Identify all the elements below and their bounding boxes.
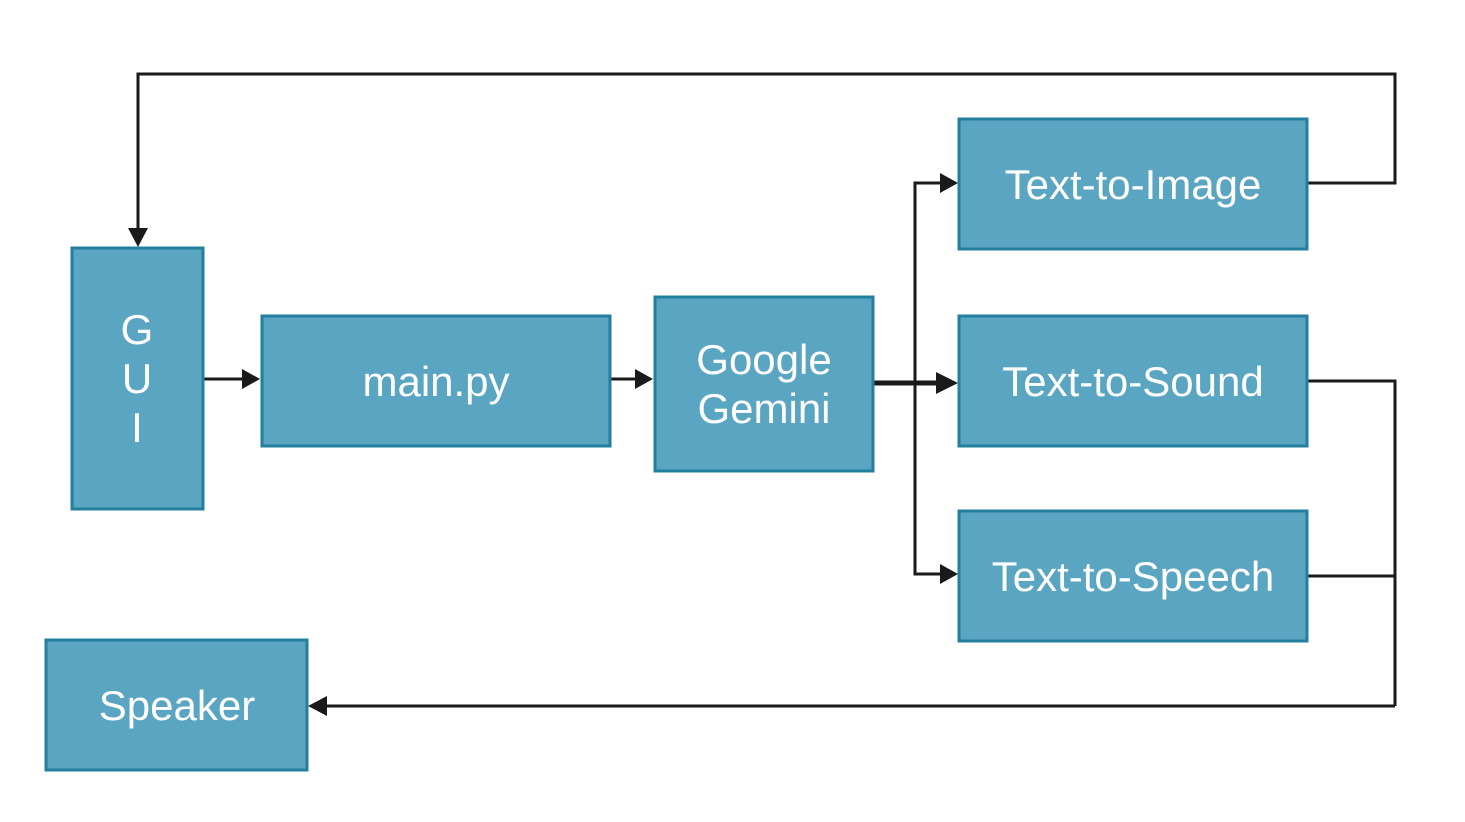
node-text-to-speech: Text-to-Speech	[957, 509, 1309, 643]
gui-letter-g: G	[121, 306, 154, 353]
text-to-sound-label: Text-to-Sound	[1002, 358, 1263, 405]
gui-letter-u: U	[122, 355, 152, 402]
node-google-gemini: Google Gemini	[653, 295, 875, 473]
text-to-image-label: Text-to-Image	[1005, 161, 1262, 208]
main-py-label: main.py	[362, 358, 509, 405]
node-speaker: Speaker	[44, 638, 309, 772]
gemini-label-line-1: Google	[696, 336, 831, 383]
connectors	[128, 72, 1397, 716]
edge-text-to-speech-to-speaker	[308, 574, 1395, 716]
edge-gemini-to-text-to-sound	[874, 372, 958, 394]
gui-letter-i: I	[131, 404, 143, 451]
text-to-speech-label: Text-to-Speech	[992, 553, 1274, 600]
gemini-label-line-2: Gemini	[697, 385, 830, 432]
node-text-to-image: Text-to-Image	[957, 117, 1309, 251]
node-gui: G U I	[70, 246, 205, 511]
node-text-to-sound: Text-to-Sound	[957, 314, 1309, 448]
edge-gui-to-main-py	[203, 369, 260, 389]
speaker-label: Speaker	[99, 682, 255, 729]
edge-text-to-sound-to-speaker	[1308, 379, 1397, 706]
edge-main-py-to-gemini	[610, 369, 653, 389]
edge-gemini-to-text-to-speech	[913, 383, 958, 584]
edge-gemini-to-text-to-image	[913, 173, 958, 383]
edge-text-to-image-to-gui	[128, 72, 1397, 247]
node-main-py: main.py	[260, 314, 612, 448]
